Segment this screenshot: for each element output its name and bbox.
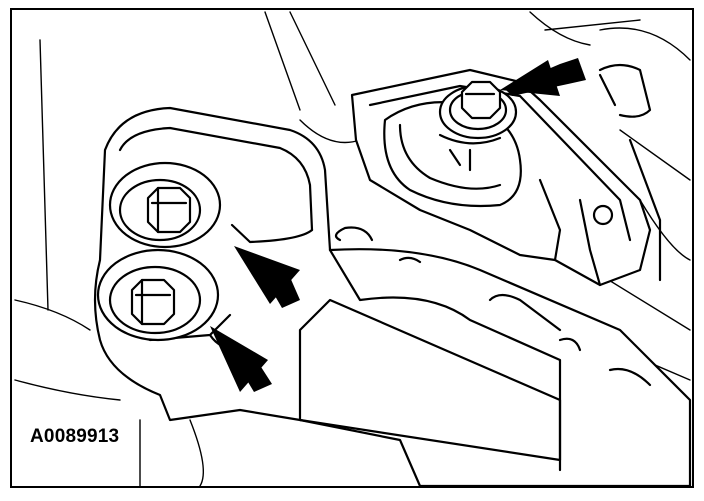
illustration-frame — [10, 8, 694, 488]
callout-arrow-upper-bolt — [500, 58, 586, 96]
figure-id-label: A0089913 — [28, 426, 122, 448]
lower-bracket-bolt-upper — [108, 161, 222, 249]
lower-bracket-bolt-lower — [96, 248, 220, 342]
callout-arrow-bracket-upper — [234, 246, 300, 308]
callout-arrow-bracket-lower — [210, 326, 272, 392]
upper-mount-bolt — [438, 80, 518, 172]
engine-background — [14, 11, 691, 487]
